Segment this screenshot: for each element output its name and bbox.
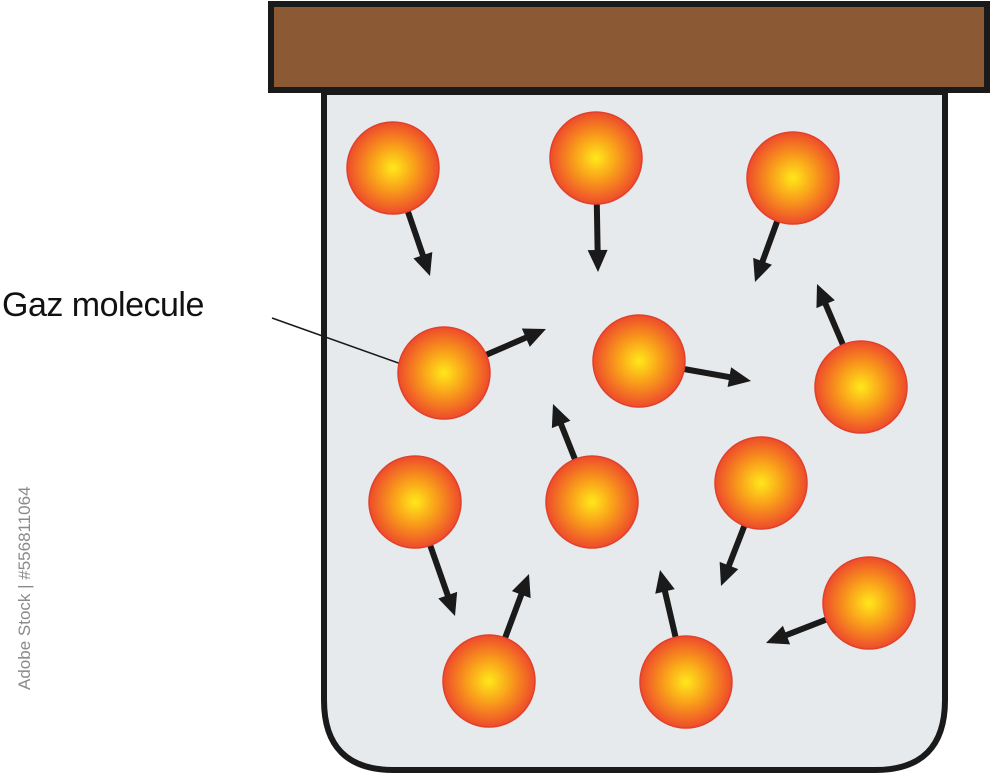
gas-molecule-icon bbox=[714, 436, 808, 530]
motion-arrow-icon bbox=[551, 404, 571, 429]
motion-arrow-icon bbox=[766, 625, 791, 645]
motion-arrow-icon bbox=[438, 591, 458, 616]
container-lid bbox=[268, 1, 990, 93]
motion-arrow-shaft bbox=[759, 216, 782, 265]
motion-arrow-icon bbox=[521, 328, 546, 347]
motion-arrow-icon bbox=[413, 251, 433, 276]
motion-arrow-shaft bbox=[661, 588, 680, 642]
motion-arrow-icon bbox=[655, 570, 675, 594]
gas-molecule-icon bbox=[549, 111, 643, 205]
gas-molecule-icon bbox=[639, 635, 733, 729]
motion-arrow-icon bbox=[753, 257, 772, 282]
motion-arrow-shaft bbox=[783, 615, 831, 639]
stock-id-text: Adobe Stock | #556811064 bbox=[15, 486, 34, 690]
gas-molecule-icon bbox=[814, 340, 908, 434]
gas-molecule-icon bbox=[368, 455, 462, 549]
gas-container bbox=[321, 89, 948, 773]
gas-molecule-icon bbox=[822, 556, 916, 650]
motion-arrow-shaft bbox=[679, 365, 732, 381]
motion-arrow-icon bbox=[587, 249, 608, 272]
motion-arrow-shaft bbox=[481, 334, 529, 360]
molecule-label: Gaz molecule bbox=[2, 286, 204, 324]
gas-molecule-icon bbox=[397, 326, 491, 420]
arrows-group bbox=[403, 199, 848, 645]
motion-arrow-shaft bbox=[500, 591, 525, 643]
motion-arrow-shaft bbox=[403, 206, 427, 259]
motion-arrow-shaft bbox=[426, 540, 452, 599]
gas-molecule-icon bbox=[442, 634, 536, 728]
motion-arrow-icon bbox=[727, 367, 751, 387]
molecules-group bbox=[346, 111, 916, 729]
label-pointer-line bbox=[271, 317, 405, 366]
motion-arrow-icon bbox=[719, 561, 739, 586]
gas-molecule-icon bbox=[346, 121, 440, 215]
motion-arrow-shaft bbox=[822, 301, 848, 350]
gas-molecule-icon bbox=[592, 314, 686, 408]
motion-arrow-shaft bbox=[725, 521, 749, 569]
motion-arrow-icon bbox=[816, 284, 835, 309]
motion-arrow-shaft bbox=[593, 199, 601, 253]
gas-molecule-icon bbox=[746, 131, 840, 225]
motion-arrow-icon bbox=[511, 574, 531, 599]
gas-molecule-icon bbox=[545, 455, 639, 549]
motion-arrow-shaft bbox=[557, 421, 580, 465]
